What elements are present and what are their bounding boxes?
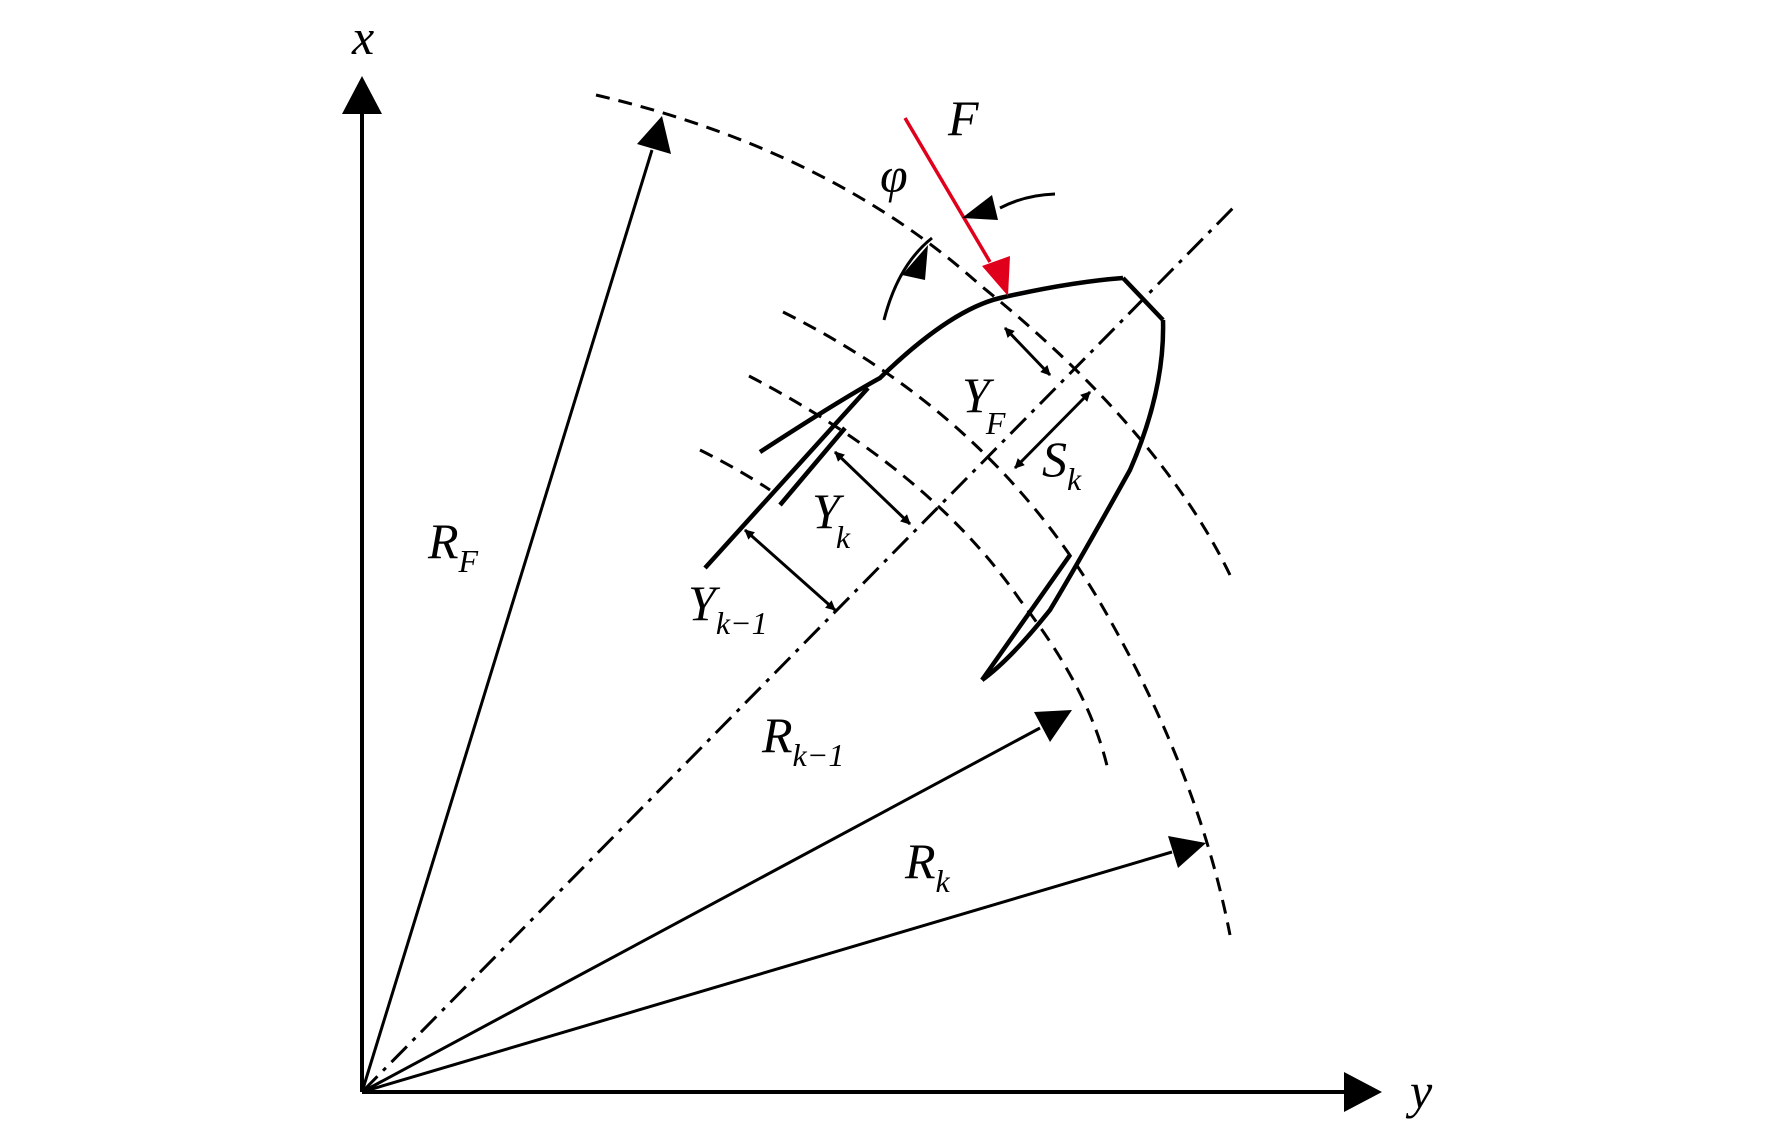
angle-phi-arrowhead-left [902, 245, 928, 280]
y-k1-label: Yk−1 [688, 575, 768, 641]
tooth-root-line-2 [778, 426, 847, 507]
r-k-vector [361, 850, 1173, 1094]
s-k-label: Sk [1042, 431, 1082, 497]
r-k-arrowhead [1168, 836, 1206, 868]
y-k-label: Yk [812, 483, 851, 555]
r-k1-arrowhead [1034, 710, 1072, 742]
r-k1-vector [361, 726, 1041, 1094]
tooth-centerline [360, 203, 1238, 1094]
tooth-tip [1121, 276, 1165, 322]
angle-phi-arc-left [882, 236, 933, 321]
y-k1-dimension [744, 528, 836, 612]
r-f-label: RF [427, 513, 479, 579]
y-k-dimension [833, 450, 912, 526]
r-f-vector [360, 149, 654, 1093]
tooth-left-flank [758, 275, 1124, 454]
tooth-profile [703, 275, 1166, 682]
axes [342, 76, 1382, 1112]
r-f-arrowhead [637, 116, 671, 154]
y-f-dimension [1003, 326, 1052, 377]
y-axis-label: y [1405, 1063, 1433, 1119]
tooth-right-flank [980, 319, 1166, 682]
arc-r-k1 [748, 374, 1110, 771]
force-f [903, 117, 1010, 296]
angle-phi-arrowhead-right [962, 195, 998, 220]
angle-phi-arc-right [999, 192, 1056, 210]
y-axis-arrowhead [1344, 1072, 1382, 1112]
force-f-arrowhead [982, 256, 1010, 296]
radius-vectors [360, 116, 1206, 1094]
tooth-right-lower [980, 553, 1072, 682]
angle-phi [882, 192, 1056, 321]
r-k1-label: Rk−1 [761, 707, 844, 773]
arc-r-k [782, 310, 1232, 936]
dimension-arrows [744, 326, 1092, 612]
angle-label: φ [880, 147, 908, 203]
y-f-label: YF [962, 367, 1006, 441]
r-k-label: Rk [904, 833, 951, 899]
arc-y-k1-base [699, 448, 771, 492]
x-axis-label: x [351, 9, 374, 65]
labels: x y F φ RF Rk−1 Rk YF Sk Yk Yk−1 [351, 9, 1433, 1119]
radius-arcs [595, 93, 1232, 936]
arc-r-f [595, 93, 1232, 576]
force-f-line [903, 117, 992, 263]
s-k-dimension [1013, 390, 1092, 470]
x-axis-arrowhead [342, 76, 382, 114]
tooth-root-line-1 [703, 386, 870, 570]
force-label: F [947, 90, 979, 146]
